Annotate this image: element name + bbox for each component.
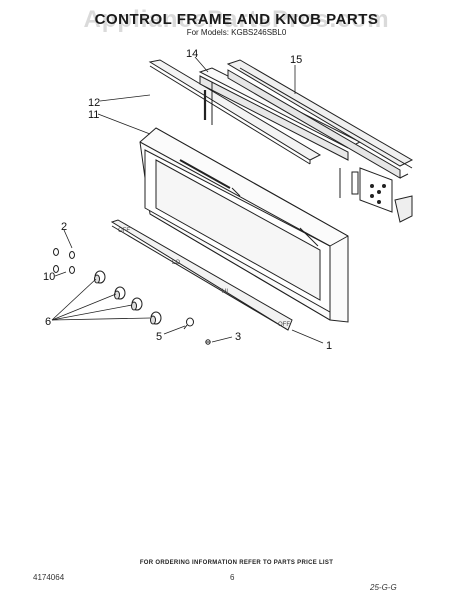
callout-5: 5 bbox=[156, 331, 162, 343]
control-panel-15 bbox=[226, 59, 414, 223]
callout-12: 12 bbox=[88, 97, 100, 109]
svg-text:OFF: OFF bbox=[118, 228, 130, 234]
lower-trim-1: OFF LO HI OFF bbox=[110, 219, 293, 331]
document-number: 4174064 bbox=[33, 573, 65, 582]
leader-lines bbox=[51, 56, 324, 344]
screw-3 bbox=[205, 339, 211, 345]
knob-6d bbox=[150, 311, 162, 325]
watermark: AppliancePartsPros.com bbox=[83, 6, 390, 33]
trim-strip-12 bbox=[148, 59, 322, 165]
callout-11: 11 bbox=[88, 109, 99, 121]
knob-6a bbox=[94, 270, 106, 284]
date-mark: 25-G-G bbox=[370, 583, 397, 592]
callout-6: 6 bbox=[45, 316, 51, 328]
diagram-title: CONTROL FRAME AND KNOB PARTS bbox=[94, 11, 379, 28]
callout-1: 1 bbox=[326, 340, 332, 352]
knob-6b bbox=[114, 286, 126, 300]
clip-2 bbox=[53, 248, 75, 259]
ordering-note: FOR ORDERING INFORMATION REFER TO PARTS … bbox=[139, 560, 334, 566]
callout-14: 14 bbox=[186, 48, 198, 60]
callout-10: 10 bbox=[43, 271, 55, 283]
model-subtitle: For Models: KGBS246SBL0 bbox=[186, 28, 287, 37]
svg-text:HI: HI bbox=[222, 289, 228, 295]
svg-text:LO: LO bbox=[172, 260, 180, 266]
clip-5 bbox=[183, 317, 194, 330]
callout-2: 2 bbox=[61, 221, 67, 233]
callout-15: 15 bbox=[290, 54, 302, 66]
clip-10 bbox=[53, 265, 75, 274]
svg-text:OFF: OFF bbox=[278, 322, 290, 328]
control-frame-11 bbox=[139, 127, 349, 323]
callout-3: 3 bbox=[235, 331, 241, 343]
knob-6c bbox=[131, 297, 143, 311]
page-number: 6 bbox=[230, 573, 235, 582]
